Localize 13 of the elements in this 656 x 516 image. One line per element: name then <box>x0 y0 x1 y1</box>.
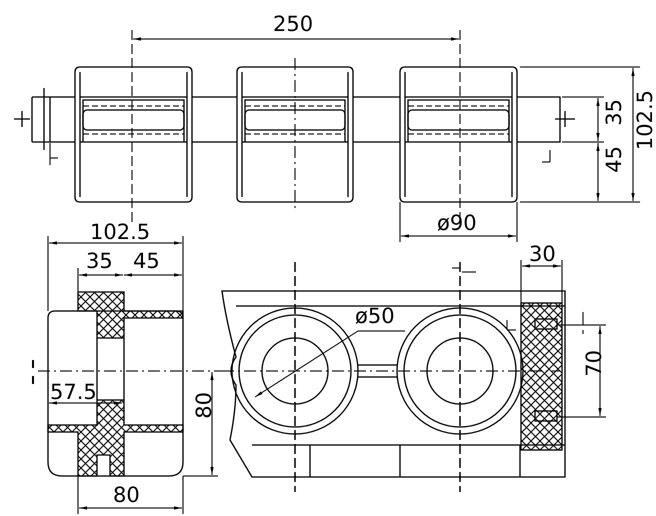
dimension-label: 102.5 <box>635 90 656 150</box>
dimension-label: 35 <box>86 251 113 272</box>
dimension-label: 102.5 <box>90 222 150 243</box>
dimension-label: 80 <box>113 485 140 506</box>
dimension-label: 250 <box>273 14 314 35</box>
dimension-label: ø50 <box>355 306 395 327</box>
dimension-label: 30 <box>529 244 556 265</box>
dimension-label: ø90 <box>437 213 477 234</box>
dimension-label: 35 <box>604 99 625 126</box>
dimension-label: 80 <box>194 392 215 419</box>
dimension-label: 45 <box>133 251 160 272</box>
dimension-label: 45 <box>604 146 625 173</box>
dimension-label: 57.5 <box>50 382 97 403</box>
